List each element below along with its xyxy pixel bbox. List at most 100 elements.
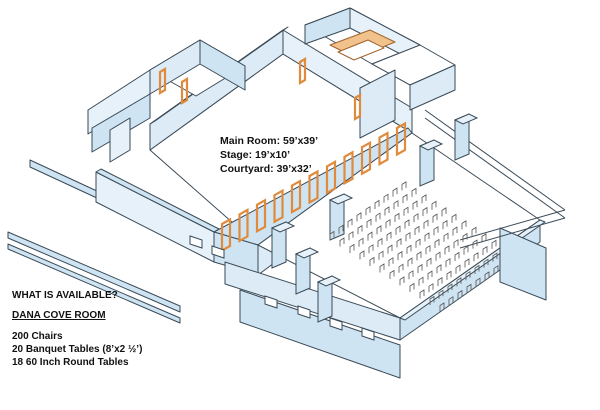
chair [405, 231, 411, 242]
chair [416, 251, 422, 261]
chair [389, 269, 395, 279]
chair [403, 206, 409, 216]
chair [472, 239, 478, 249]
chair [434, 238, 440, 248]
window [264, 295, 278, 309]
chair [473, 252, 479, 262]
chair [491, 239, 497, 249]
chair-rows [329, 181, 499, 312]
chair [433, 226, 439, 236]
chair [463, 245, 469, 255]
stage-dimensions: Stage: 19’x10’ [220, 149, 291, 161]
chair [436, 264, 442, 274]
door-frame [180, 77, 189, 105]
chair [465, 270, 471, 281]
chair [397, 250, 403, 261]
window [189, 235, 203, 249]
door-frame [298, 57, 307, 85]
chair [425, 244, 431, 255]
chair [394, 212, 400, 222]
chair [431, 200, 437, 210]
room-name: DANA COVE ROOM [12, 310, 106, 321]
chair [439, 302, 445, 312]
chair [475, 277, 481, 287]
chair [365, 205, 371, 216]
chair [437, 276, 443, 287]
chair [339, 237, 345, 247]
chair [408, 270, 414, 280]
door-frames [158, 57, 407, 253]
chair [474, 264, 480, 274]
restroom-block [304, 7, 456, 139]
chair [481, 233, 487, 243]
chair [368, 244, 374, 254]
chair [435, 251, 441, 261]
chair [409, 282, 415, 292]
chair [453, 239, 459, 249]
courtyard-pillars [270, 113, 479, 323]
chair [356, 212, 362, 222]
chair [419, 289, 425, 299]
item-chairs: 200 Chairs [12, 331, 63, 342]
chair [471, 226, 477, 236]
window-frame [325, 160, 337, 195]
chair [461, 220, 467, 230]
chair [387, 244, 393, 254]
courtyard-wall [224, 219, 547, 379]
window-frame [255, 198, 267, 234]
chair [483, 258, 489, 268]
chair [452, 226, 458, 236]
chair [451, 213, 457, 223]
chair [426, 257, 432, 267]
pillar-top [453, 113, 479, 125]
chair [443, 232, 449, 242]
chair [386, 231, 392, 241]
availability-heading: WHAT IS AVAILABLE? [12, 290, 118, 301]
chair [367, 231, 373, 241]
wall-windows [189, 235, 375, 341]
chair [396, 238, 402, 248]
chair [348, 231, 354, 241]
chair [392, 187, 398, 197]
chair [412, 200, 418, 210]
chair [441, 207, 447, 217]
chair [415, 238, 421, 248]
chair [457, 289, 463, 300]
window-frame [273, 188, 284, 224]
chair [493, 265, 499, 275]
chair [427, 270, 433, 280]
window [361, 327, 375, 341]
main-room-dimensions: Main Room: 59’x39’ [220, 135, 319, 147]
window-frame [360, 140, 372, 176]
chair [401, 181, 407, 191]
chair [393, 200, 399, 210]
chair [447, 283, 453, 293]
chair [422, 206, 428, 217]
chair [424, 232, 430, 242]
kitchen-block [87, 39, 246, 163]
chair [375, 212, 381, 222]
window [329, 317, 343, 331]
chair [407, 257, 413, 267]
chair [383, 193, 389, 203]
chair [432, 213, 438, 223]
pillar-top [270, 221, 296, 233]
chair [414, 225, 420, 235]
chair [445, 257, 451, 268]
chair [455, 264, 461, 274]
courtyard-railing [424, 109, 566, 249]
chair [329, 230, 335, 240]
window-frame [290, 179, 302, 214]
chair [388, 257, 394, 267]
chair [357, 224, 363, 235]
chair [378, 250, 384, 260]
chair [384, 206, 390, 216]
chair [446, 270, 452, 280]
chair [359, 250, 365, 260]
window-frame [220, 217, 232, 253]
item-round-tables: 18 60 Inch Round Tables [12, 357, 129, 368]
chair [438, 289, 444, 299]
chair [428, 283, 434, 293]
chair [492, 252, 498, 262]
